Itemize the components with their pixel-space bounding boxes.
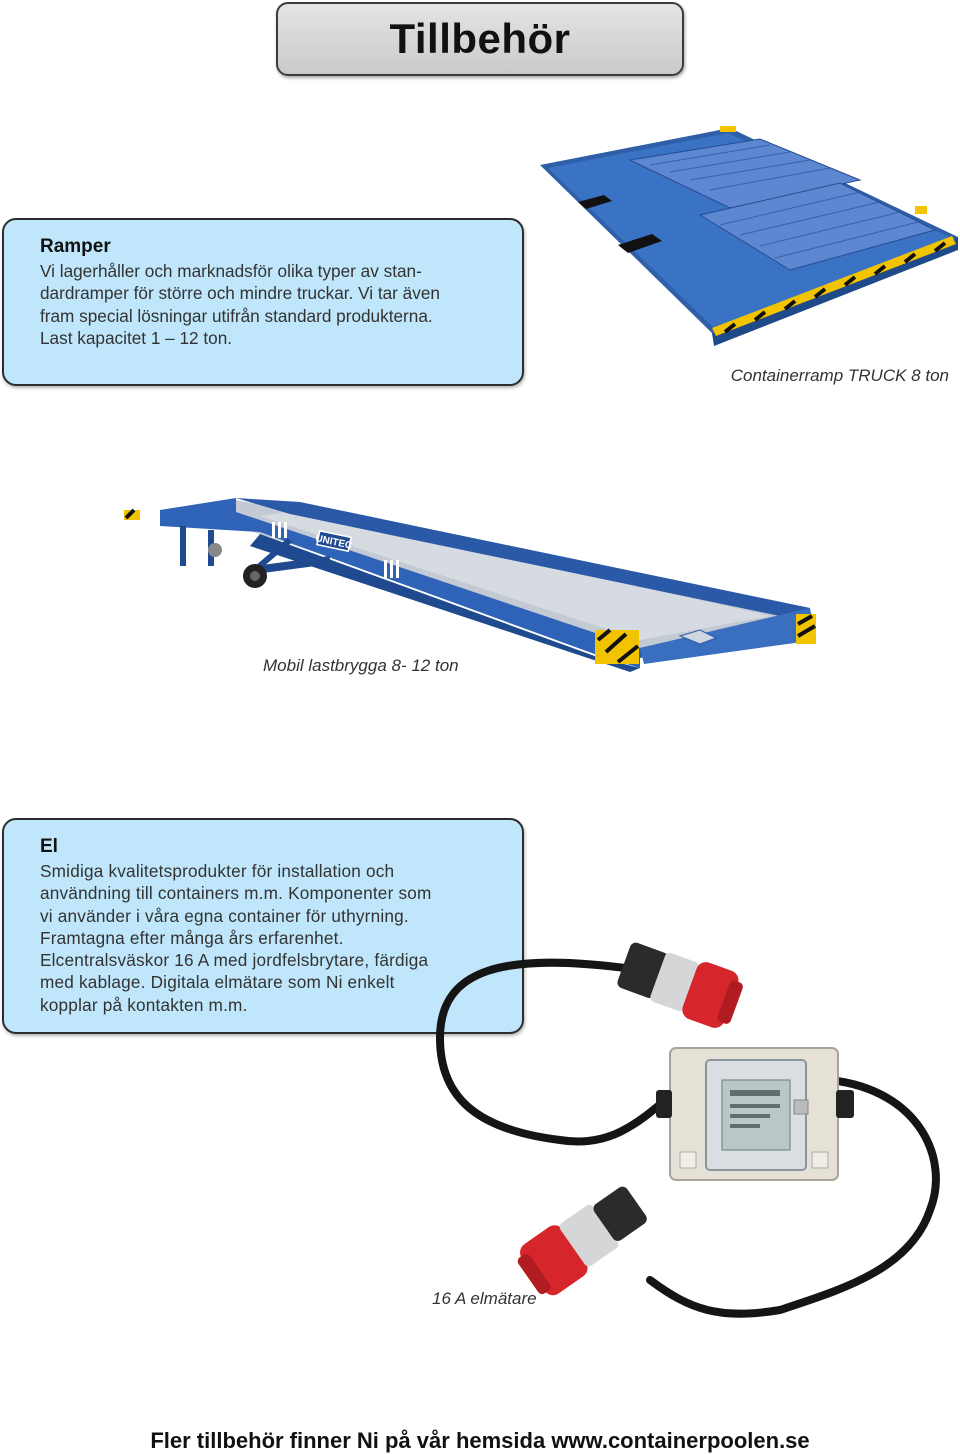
el-line: användning till containers m.m. Komponen… [40,883,432,904]
mobile-loading-bridge-photo: UNITEC [124,498,817,672]
ramper-line: dardramper för större och mindre truckar… [40,283,440,304]
ramper-line: Vi lagerhåller och marknadsför olika typ… [40,261,422,281]
ramper-line: Last kapacitet 1 – 12 ton. [40,327,233,348]
containerramp-caption: Containerramp TRUCK 8 ton [730,366,949,385]
el-line: Elcentralsväskor 16 A med jordfelsbrytar… [40,950,429,971]
el-line: Smidiga kvalitetsprodukter för installat… [40,861,395,881]
page-title: Tillbehör [389,15,571,62]
container-ramp-photo [540,126,958,346]
el-info-box: El Smidiga kvalitetsprodukter för instal… [2,818,524,1034]
ramper-heading: Ramper [40,236,111,257]
el-text: Smidiga kvalitetsprodukter för installat… [40,860,486,1016]
el-line: kopplar på kontakten m.m. [40,994,248,1015]
el-line: med kablage. Digitala elmätare som Ni en… [40,972,395,993]
page-title-box: Tillbehör [276,2,684,76]
ramper-info-box: Ramper Vi lagerhåller och marknadsför ol… [2,218,524,386]
elmatare-caption: 16 A elmätare [432,1289,537,1308]
electricity-meter-photo [436,942,940,1318]
el-heading: El [40,836,58,857]
ramper-line: fram special lösningar utifrån standard … [40,305,433,326]
el-line: Framtagna efter många års erfarenhet. [40,927,344,948]
ramper-text: Vi lagerhåller och marknadsför olika typ… [40,260,486,349]
footer-website-note: Fler tillbehör finner Ni på vår hemsida … [150,1428,810,1453]
el-line: vi använder i våra egna container för ut… [40,905,409,926]
lastbrygga-caption: Mobil lastbrygga 8- 12 ton [263,656,459,675]
